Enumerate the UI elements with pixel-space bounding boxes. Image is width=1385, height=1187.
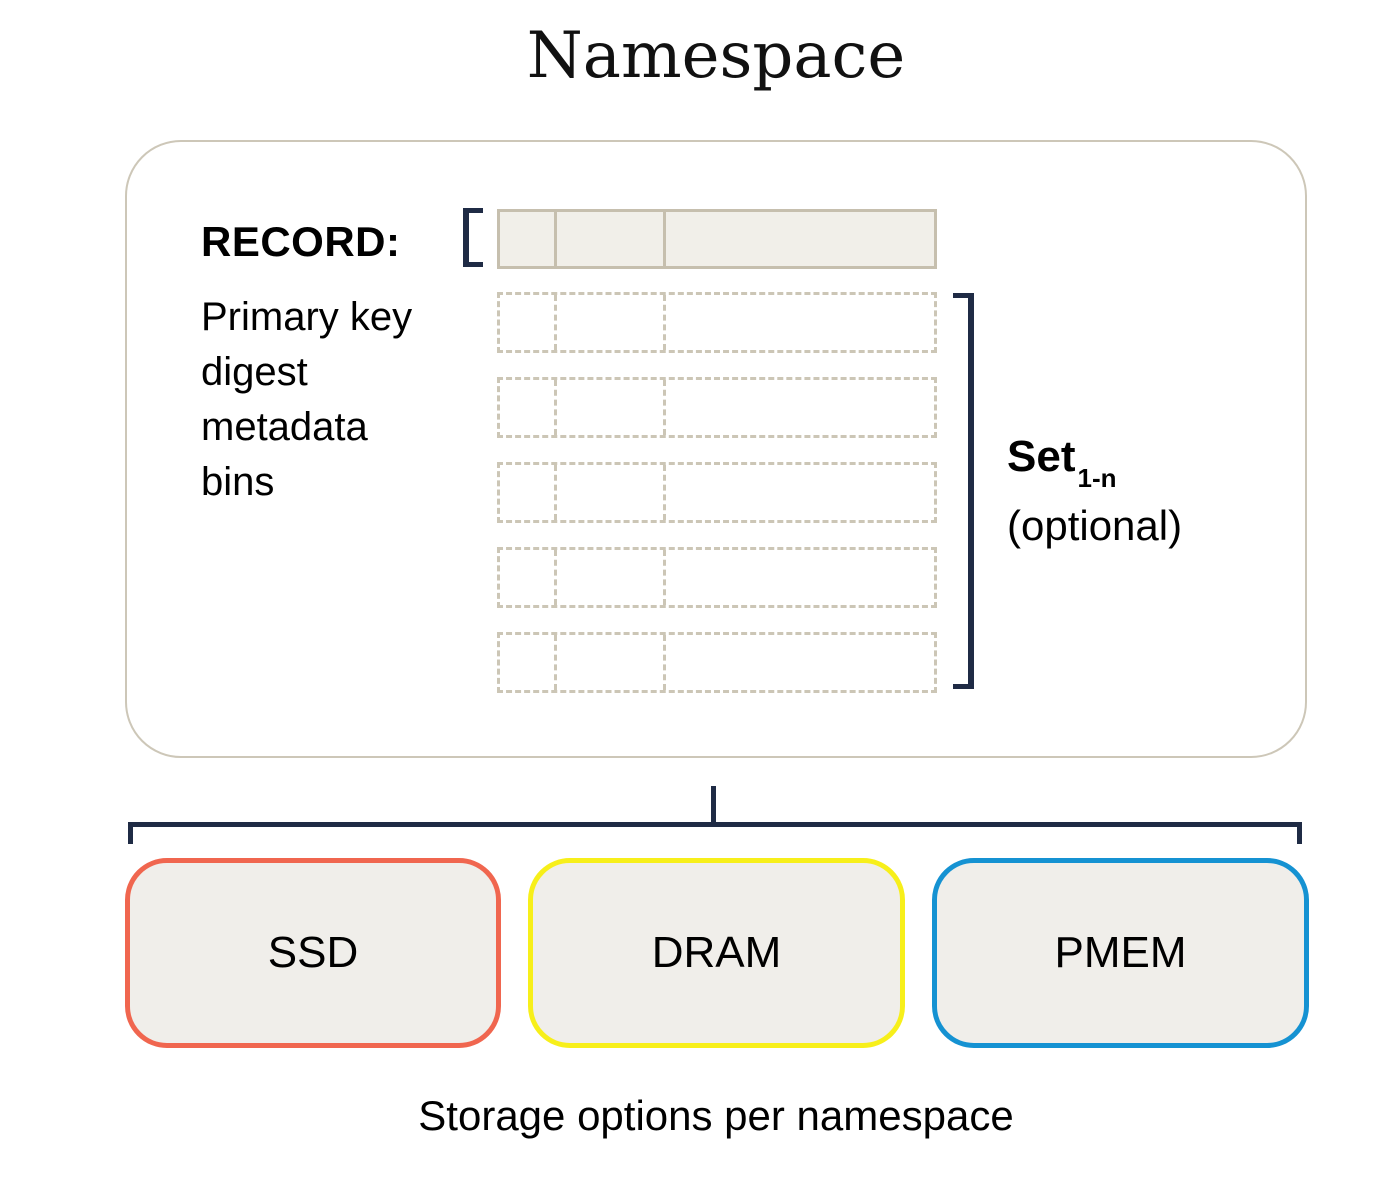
record-row-dashed xyxy=(497,377,937,438)
record-row-dashed xyxy=(497,547,937,608)
storage-box-dram: DRAM xyxy=(528,858,905,1048)
set-annotation: Set1-n (optional) xyxy=(1007,432,1182,550)
set-label: Set1-n xyxy=(1007,432,1182,493)
record-attributes: Primary key digest metadata bins xyxy=(201,290,412,510)
record-cell-divider xyxy=(554,295,557,350)
record-cell-divider xyxy=(554,380,557,435)
storage-caption: Storage options per namespace xyxy=(418,1092,1014,1139)
set-optional-note: (optional) xyxy=(1007,501,1183,549)
record-open-bracket xyxy=(463,208,483,267)
storage-box-ssd: SSD xyxy=(125,858,501,1048)
record-attr-line: bins xyxy=(201,460,275,504)
namespace-container: RECORD: Primary key digest metadata bins xyxy=(125,140,1307,758)
record-label: RECORD: xyxy=(201,218,401,265)
record-cell-divider xyxy=(663,635,666,690)
storage-box-pmem: PMEM xyxy=(932,858,1309,1048)
record-row-dashed xyxy=(497,632,937,693)
set-bracket xyxy=(953,293,974,689)
record-cell-divider xyxy=(554,550,557,605)
storage-box-ssd-label: SSD xyxy=(267,928,359,977)
record-cell-divider xyxy=(554,212,557,266)
namespace-storage-connector-line xyxy=(711,786,716,822)
storage-options-bracket xyxy=(128,822,1302,844)
record-cell-divider xyxy=(554,465,557,520)
record-cell-divider xyxy=(663,380,666,435)
record-row-dashed xyxy=(497,462,937,523)
storage-box-pmem-label: PMEM xyxy=(1054,928,1187,977)
record-attr-line: digest xyxy=(201,350,308,394)
diagram-title: Namespace xyxy=(526,19,906,93)
record-row-dashed xyxy=(497,292,937,353)
record-row-solid xyxy=(497,209,937,269)
set-label-text: Set xyxy=(1007,432,1076,481)
record-cell-divider xyxy=(663,295,666,350)
record-attr-line: metadata xyxy=(201,405,368,449)
record-rows xyxy=(497,292,937,717)
record-cell-divider xyxy=(663,465,666,520)
record-cell-divider xyxy=(663,550,666,605)
set-subscript: 1-n xyxy=(1077,462,1117,493)
record-cell-divider xyxy=(554,635,557,690)
record-attr-line: Primary key xyxy=(201,295,413,339)
storage-box-dram-label: DRAM xyxy=(651,928,782,977)
record-cell-divider xyxy=(663,212,666,266)
